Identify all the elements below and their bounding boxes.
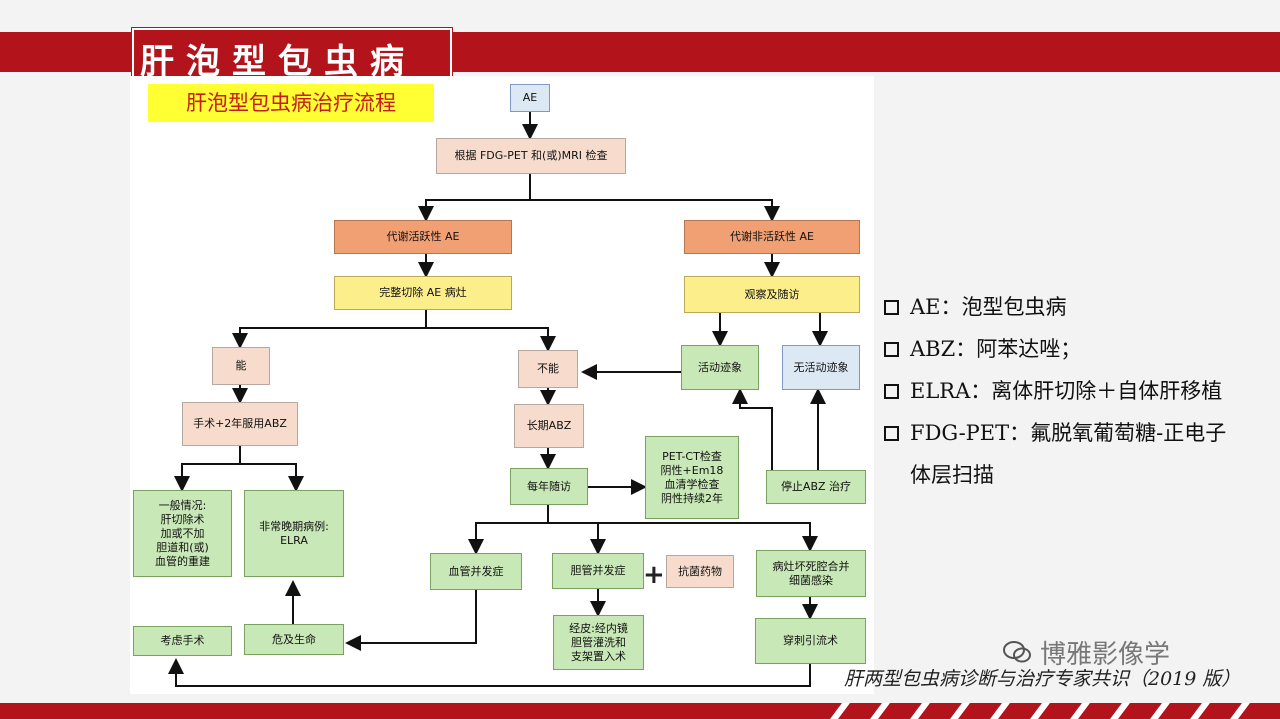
node-cannot: 不能 [518, 350, 578, 388]
node-biliary-complication: 胆管并发症 [552, 553, 644, 589]
title-box [132, 28, 452, 80]
flowchart-subtitle: 肝泡型包虫病治疗流程 [148, 84, 434, 122]
watermark-text: 博雅影像学 [1040, 640, 1171, 670]
node-complete-resection: 完整切除 AE 病灶 [334, 276, 512, 310]
legend-item: ABZ：阿苯达唑； [884, 328, 1274, 370]
legend-item: ELRA：离体肝切除＋自体肝移植 [884, 370, 1274, 412]
wechat-icon [1003, 641, 1031, 663]
plus-sign: + [643, 560, 665, 590]
node-necrotic-cavity-infection: 病灶坏死腔合并 细菌感染 [756, 550, 866, 597]
node-stop-abz: 停止ABZ 治疗 [766, 470, 866, 504]
legend-text: FDG-PET：氟脱氧葡萄糖-正电子 [910, 421, 1227, 445]
node-antibiotics: 抗菌药物 [666, 555, 734, 588]
node-pet-ct-check: PET-CT检查 阴性+Em18 血清学检查 阴性持续2年 [645, 436, 739, 519]
node-very-late-elra: 非常晚期病例: ELRA [244, 490, 344, 577]
node-consider-surgery: 考虑手术 [133, 626, 232, 656]
legend-item: FDG-PET：氟脱氧葡萄糖-正电子 [884, 412, 1274, 454]
node-can: 能 [212, 347, 270, 385]
checkbox-icon [884, 300, 899, 315]
node-puncture-drainage: 穿刺引流术 [755, 618, 866, 664]
node-fdg-pet-mri-check: 根据 FDG-PET 和(或)MRI 检查 [436, 138, 626, 174]
legend-text: AE：泡型包虫病 [910, 295, 1067, 319]
legend-text: ELRA：离体肝切除＋自体肝移植 [910, 379, 1223, 403]
checkbox-icon [884, 426, 899, 441]
checkbox-icon [884, 384, 899, 399]
legend-item: AE：泡型包虫病 [884, 286, 1274, 328]
node-ae: AE [510, 84, 550, 112]
page-title: 肝泡型包虫病 [140, 42, 416, 82]
node-active-ae: 代谢活跃性 AE [334, 220, 512, 254]
legend-continuation: 体层扫描 [910, 463, 994, 487]
node-observe-follow-up: 观察及随访 [684, 276, 860, 313]
checkbox-icon [884, 342, 899, 357]
node-active-signs: 活动迹象 [681, 345, 759, 390]
legend-text: ABZ：阿苯达唑； [910, 337, 1082, 361]
node-surgery-abz: 手术+2年服用ABZ [182, 402, 298, 446]
source-citation: 肝两型包虫病诊断与治疗专家共识（2019 版） [844, 668, 1241, 690]
node-inactive-ae: 代谢非活跃性 AE [684, 220, 860, 254]
footer-stripes [830, 703, 1250, 719]
node-percutaneous-endoscopic: 经皮:经内镜 胆管灌洗和 支架置入术 [553, 615, 644, 670]
node-yearly-follow-up: 每年随访 [510, 468, 588, 505]
node-life-threatening: 危及生命 [244, 624, 344, 655]
node-long-term-abz: 长期ABZ [514, 404, 584, 448]
node-vascular-complication: 血管并发症 [430, 553, 522, 590]
node-no-active-signs: 无活动迹象 [782, 345, 860, 390]
abbreviation-legend: AE：泡型包虫病 ABZ：阿苯达唑； ELRA：离体肝切除＋自体肝移植 FDG-… [884, 286, 1274, 496]
node-general-case: 一般情况: 肝切除术 加或不加 胆道和(或) 血管的重建 [133, 490, 232, 577]
